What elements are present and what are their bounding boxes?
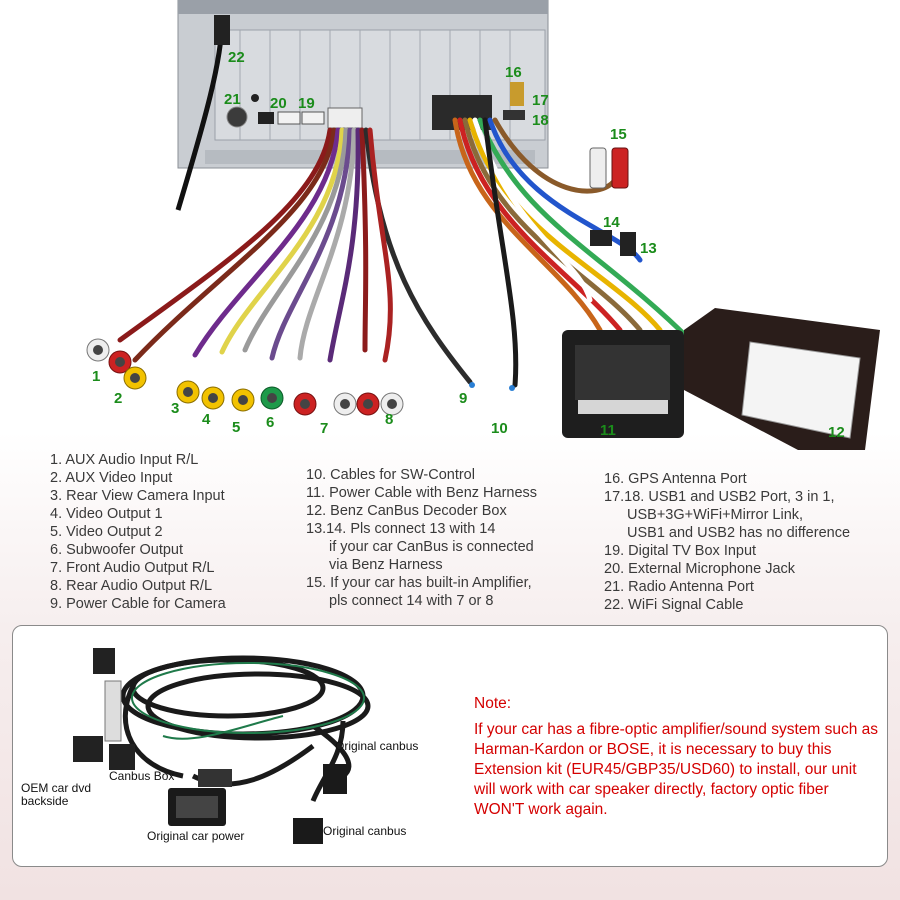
callout-13: 13	[640, 240, 657, 257]
legend-item: 16. GPS Antenna Port	[604, 471, 747, 487]
label-original-canbus-bottom: Original canbus	[323, 824, 407, 838]
legend-item: 2. AUX Video Input	[50, 470, 173, 486]
usb-port	[503, 110, 525, 120]
callout-15: 15	[610, 126, 627, 143]
connector-13	[620, 232, 636, 256]
radio-antenna-port	[226, 106, 248, 128]
legend-item: 13.14. Pls connect 13 with 14	[306, 521, 496, 537]
legend-item: 11. Power Cable with Benz Harness	[306, 485, 538, 501]
wiring-diagram: 1 2 3 4 5 6 7 8 9 10 11 12 13 14 15 16 1…	[86, 0, 880, 450]
callout-14: 14	[603, 214, 620, 231]
legend-item: 19. Digital TV Box Input	[604, 543, 757, 559]
callout-6: 6	[266, 414, 274, 431]
amplifier-rca-plugs	[589, 147, 629, 189]
legend-item: pls connect 14 with 7 or 8	[329, 593, 494, 609]
legend-item: 12. Benz CanBus Decoder Box	[306, 503, 507, 519]
microphone-jack	[258, 112, 274, 124]
legend-item: 4. Video Output 1	[50, 506, 163, 522]
label-original-car-power: Original car power	[147, 829, 245, 843]
legend-item: USB+3G+WiFi+Mirror Link,	[627, 507, 804, 523]
extension-kit-panel: OEM car dvd backside Canbus Box Original…	[12, 625, 888, 867]
legend-item: 3. Rear View Camera Input	[50, 488, 225, 504]
label-oem-car-dvd: OEM car dvd backside	[21, 781, 92, 808]
callout-20: 20	[270, 95, 287, 112]
legend-item: 8. Rear Audio Output R/L	[50, 578, 213, 594]
legend-item: 22. WiFi Signal Cable	[604, 597, 744, 613]
label-original-canbus-top: Original canbus	[335, 739, 419, 753]
callout-2: 2	[114, 390, 122, 407]
label-canbus-box: Canbus Box	[109, 769, 175, 783]
canbus-decoder-box	[684, 308, 880, 450]
extension-harness-illustration	[73, 648, 371, 844]
legend-item: 10. Cables for SW-Control	[306, 467, 475, 483]
oem-plug-cluster	[73, 648, 135, 770]
callout-7: 7	[320, 420, 328, 437]
benz-power-harness	[562, 330, 684, 438]
canbus-box-plug	[198, 769, 232, 787]
legend-item: 21. Radio Antenna Port	[604, 579, 754, 595]
callout-8: 8	[385, 411, 393, 428]
tv-box-port	[277, 111, 301, 125]
legend-column-2: 10. Cables for SW-Control 11. Power Cabl…	[306, 466, 537, 610]
legend-item: 6. Subwoofer Output	[50, 542, 183, 558]
callout-9: 9	[459, 390, 467, 407]
legend-item: 15. If your car has built-in Amplifier,	[306, 575, 532, 591]
callout-22: 22	[228, 49, 245, 66]
legend-item: 9. Power Cable for Camera	[50, 596, 226, 612]
callout-12: 12	[828, 424, 845, 441]
legend-column-3: 16. GPS Antenna Port 17.18. USB1 and USB…	[604, 470, 850, 614]
canbus-connector-bottom	[293, 818, 323, 844]
callout-4: 4	[202, 411, 211, 428]
car-power-connector	[168, 788, 226, 826]
legend-item: 7. Front Audio Output R/L	[50, 560, 215, 576]
callout-1: 1	[92, 368, 100, 385]
callout-10: 10	[491, 420, 508, 437]
callout-5: 5	[232, 419, 240, 436]
callout-16: 16	[505, 64, 522, 81]
rca-connector-group	[86, 338, 404, 416]
legend-column-1: 1. AUX Audio Input R/L 2. AUX Video Inpu…	[50, 451, 226, 613]
legend-item: 5. Video Output 2	[50, 524, 163, 540]
note-text: If your car has a fibre-optic amplifier/…	[474, 721, 879, 818]
legend-item: USB1 and USB2 has no difference	[627, 525, 851, 541]
canbus-connector-top	[323, 764, 347, 794]
callout-3: 3	[171, 400, 179, 417]
legend-item: 1. AUX Audio Input R/L	[50, 452, 199, 468]
connector-14	[590, 230, 612, 246]
legend-item: 20. External Microphone Jack	[604, 561, 796, 577]
note-block: Note: If your car has a fibre-optic ampl…	[474, 694, 879, 820]
note-title: Note:	[474, 695, 512, 712]
callout-11: 11	[600, 422, 616, 439]
legend-item: 17.18. USB1 and USB2 Port, 3 in 1,	[604, 489, 835, 505]
callout-17: 17	[532, 92, 549, 109]
legend-item: if your car CanBus is connected	[329, 539, 534, 555]
legend-item: via Benz Harness	[329, 557, 443, 573]
callout-21: 21	[224, 91, 241, 108]
gps-antenna-port	[510, 82, 524, 106]
callout-18: 18	[532, 112, 549, 129]
callout-19: 19	[298, 95, 315, 112]
